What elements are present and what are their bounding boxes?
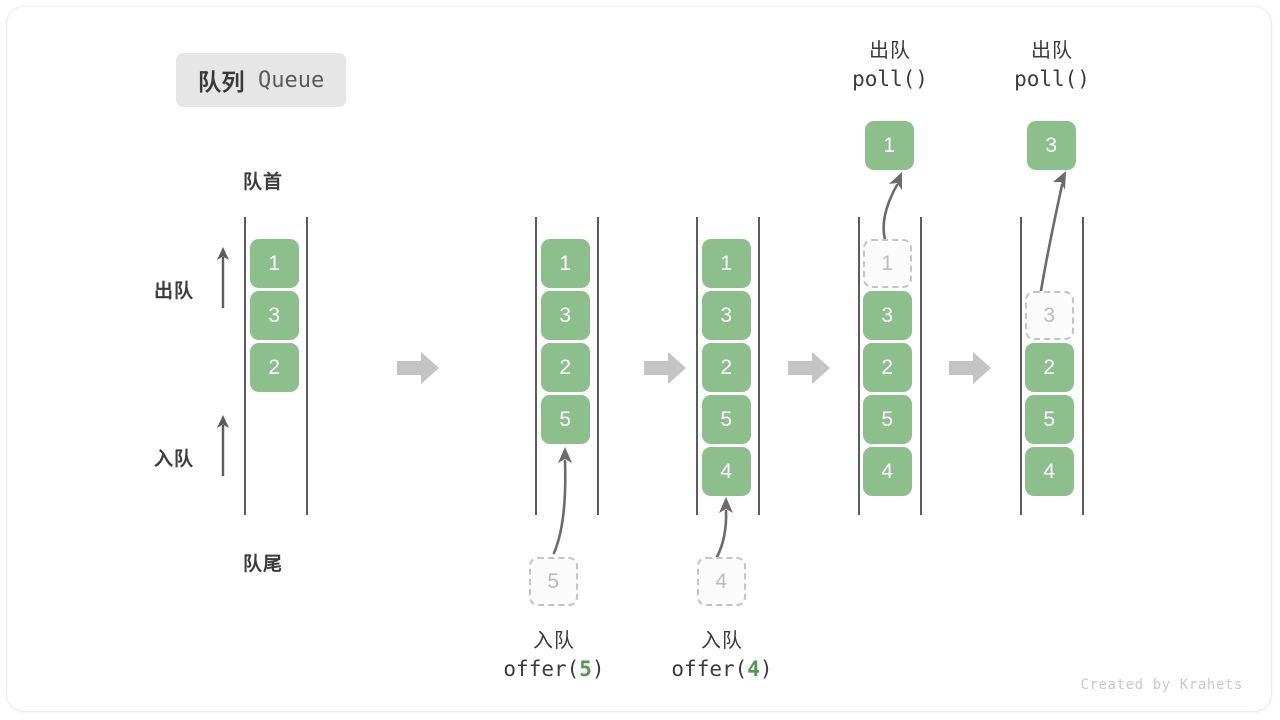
queue-cell: 2: [541, 343, 590, 392]
operation-cn: 入队: [701, 630, 743, 652]
arrow-right-icon: [788, 352, 830, 384]
queue-cell: 2: [1025, 343, 1074, 392]
queue-cell: 2: [250, 343, 299, 392]
operation-cn: 出队: [1031, 40, 1073, 62]
rail-left: [858, 217, 860, 515]
queue-tail-label: 队尾: [243, 554, 284, 575]
dequeue-side-label: 出队: [154, 281, 195, 302]
operation-caption-offer-5: 入队 offer(5): [479, 627, 629, 685]
popped-value-cell: 1: [865, 121, 914, 170]
queue-head-label: 队首: [243, 172, 284, 193]
rail-left: [535, 217, 537, 515]
operation-code: offer(4): [671, 657, 773, 682]
queue-cell: 3: [250, 291, 299, 340]
rail-left: [696, 217, 698, 515]
queue-cell: 4: [863, 447, 912, 496]
queue-cell: 1: [541, 239, 590, 288]
queue-cell-ghost: 5: [529, 557, 578, 606]
queue-cell-new: 5: [541, 395, 590, 444]
queue-cell: 3: [863, 291, 912, 340]
rail-right: [920, 217, 922, 515]
curved-arrow-up-icon: [552, 447, 572, 555]
curved-arrow-up-icon: [715, 497, 733, 559]
credit-text: Created by Krahets: [1080, 677, 1243, 693]
enqueue-side-label: 入队: [154, 449, 195, 470]
rail-left: [244, 217, 246, 515]
title-en: Queue: [258, 67, 325, 93]
diagram-card: 队列 Queue 队首 队尾 出队 入队 1 3 2 1 3 2 5: [6, 6, 1272, 712]
operation-caption-poll-1: 出队 poll(): [825, 37, 955, 95]
queue-cell: 2: [863, 343, 912, 392]
operation-caption-offer-4: 入队 offer(4): [647, 627, 797, 685]
operation-caption-poll-3: 出队 poll(): [987, 37, 1117, 95]
arrow-right-icon: [949, 352, 991, 384]
queue-cell-ghost: 1: [863, 239, 912, 288]
queue-cell: 5: [1025, 395, 1074, 444]
rail-right: [597, 217, 599, 515]
queue-cell: 2: [702, 343, 751, 392]
popped-value-cell: 3: [1027, 121, 1076, 170]
queue-cell: 4: [1025, 447, 1074, 496]
arrow-right-icon: [644, 352, 686, 384]
queue-cell-ghost: 3: [1025, 291, 1074, 340]
queue-cell-new: 4: [702, 447, 751, 496]
queue-cell: 1: [702, 239, 751, 288]
operation-code: poll(): [852, 67, 928, 92]
queue-cell: 5: [863, 395, 912, 444]
rail-right: [758, 217, 760, 515]
diagram-title-badge: 队列 Queue: [176, 53, 347, 107]
arrow-up-icon: [217, 415, 229, 476]
rail-left: [1020, 217, 1022, 515]
operation-code: poll(): [1014, 67, 1090, 92]
queue-cell-ghost: 4: [697, 557, 746, 606]
operation-code: offer(5): [503, 657, 605, 682]
operation-cn: 入队: [533, 630, 575, 652]
queue-cell: 5: [702, 395, 751, 444]
operation-cn: 出队: [869, 40, 911, 62]
rail-right: [306, 217, 308, 515]
queue-cell: 3: [541, 291, 590, 340]
rail-right: [1082, 217, 1084, 515]
queue-cell: 3: [702, 291, 751, 340]
arrow-right-icon: [397, 352, 439, 384]
title-cn: 队列: [198, 69, 245, 95]
curved-arrow-up-icon: [882, 172, 902, 245]
curved-arrow-up-icon: [1038, 171, 1066, 299]
queue-cell: 1: [250, 239, 299, 288]
arrow-up-icon: [217, 247, 229, 308]
